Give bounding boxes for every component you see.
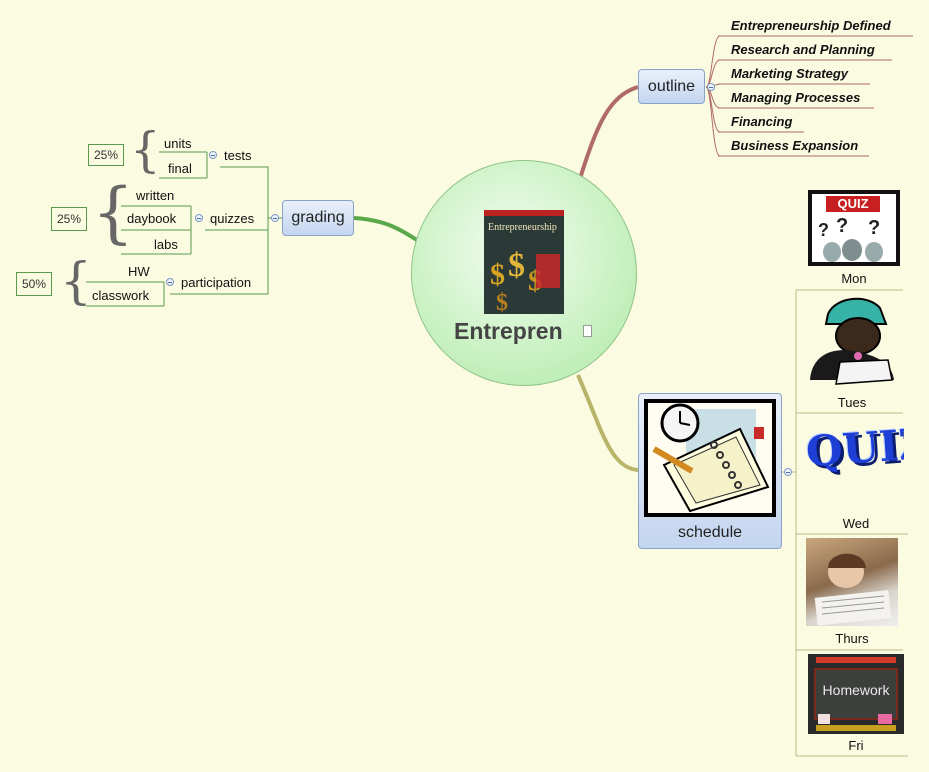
schedule-label: schedule — [677, 524, 743, 541]
outline-label: outline — [647, 77, 696, 95]
quizzes-item-daybook[interactable]: daybook — [127, 211, 177, 226]
participation-item-classwork[interactable]: classwork — [92, 288, 150, 303]
svg-text:$: $ — [508, 247, 525, 284]
day-label-fri[interactable]: Fri — [848, 738, 864, 753]
central-topic[interactable]: Entrepreneurship $ $ $ $ Entrepren — [411, 160, 637, 386]
svg-text:$: $ — [496, 290, 508, 314]
participation-brace: { — [60, 252, 92, 310]
tests-weight-badge: 25% — [88, 144, 124, 166]
outline-item-2[interactable]: Research and Planning — [731, 42, 875, 57]
note-icon — [583, 325, 592, 337]
participation-collapse-icon[interactable] — [166, 278, 174, 286]
quizzes-collapse-icon[interactable] — [195, 214, 203, 222]
participation-item-hw[interactable]: HW — [128, 264, 150, 279]
homework-board-text: Homework — [822, 682, 890, 698]
outline-item-3[interactable]: Marketing Strategy — [731, 66, 849, 81]
grading-label: grading — [291, 209, 345, 226]
notebook-clock-image — [644, 399, 776, 517]
quiz-wordart-image: QUIZ — [806, 416, 904, 510]
schedule-collapse-icon[interactable] — [784, 468, 792, 476]
participation-label[interactable]: participation — [181, 275, 252, 290]
central-title: Entrepren — [454, 318, 563, 344]
svg-text:?: ? — [868, 217, 880, 239]
tests-label[interactable]: tests — [224, 148, 252, 163]
quizzes-brace: { — [92, 174, 134, 251]
tests-item-final[interactable]: final — [168, 161, 192, 176]
book-title: Entrepreneurship — [488, 222, 557, 233]
participation-weight-badge: 50% — [16, 272, 52, 296]
svg-text:?: ? — [836, 215, 848, 237]
day-label-wed[interactable]: Wed — [842, 516, 870, 531]
schedule-topic[interactable]: schedule — [638, 393, 782, 549]
book-cover-image: Entrepreneurship $ $ $ $ — [484, 210, 564, 314]
tests-collapse-icon[interactable] — [209, 151, 217, 159]
grading-collapse-icon[interactable] — [271, 214, 279, 222]
outline-topic[interactable]: outline — [638, 69, 705, 104]
quiz-sign-image: QUIZ ? ? ? — [808, 190, 900, 266]
quiz-sign-text: QUIZ — [826, 196, 880, 212]
outline-item-4[interactable]: Managing Processes — [731, 90, 861, 105]
day-label-mon[interactable]: Mon — [841, 271, 867, 286]
grading-topic[interactable]: grading — [282, 200, 354, 236]
day-label-thurs[interactable]: Thurs — [835, 631, 869, 646]
quizzes-label[interactable]: quizzes — [210, 211, 255, 226]
day-label-tues[interactable]: Tues — [837, 395, 867, 410]
quiz-wordart-text: QUIZ — [806, 418, 904, 477]
quizzes-item-written[interactable]: written — [136, 188, 175, 203]
quizzes-item-labs[interactable]: labs — [154, 237, 178, 252]
svg-text:?: ? — [818, 220, 829, 240]
outline-collapse-icon[interactable] — [707, 83, 715, 91]
quizzes-weight-badge: 25% — [51, 207, 87, 231]
student-studying-photo — [806, 538, 898, 626]
svg-text:$: $ — [490, 258, 505, 291]
outline-item-1[interactable]: Entrepreneurship Defined — [731, 18, 891, 33]
homework-chalkboard-image: Homework — [808, 654, 904, 734]
student-thinking-image — [806, 294, 896, 386]
outline-item-5[interactable]: Financing — [731, 114, 793, 129]
outline-item-6[interactable]: Business Expansion — [731, 138, 859, 153]
tests-brace: { — [130, 122, 161, 178]
tests-item-units[interactable]: units — [164, 136, 192, 151]
